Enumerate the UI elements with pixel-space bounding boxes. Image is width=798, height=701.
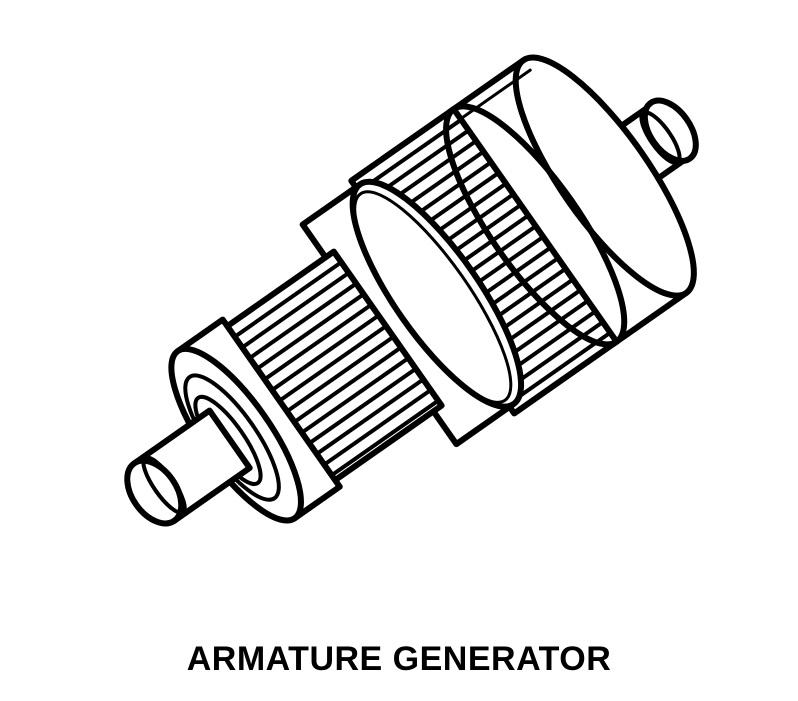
middle-collar <box>299 178 525 448</box>
front-winding-core <box>220 248 445 487</box>
winding-slot-line <box>303 366 418 449</box>
armature-assembly <box>124 54 699 527</box>
figure-caption: ARMATURE GENERATOR <box>186 640 612 678</box>
winding-slot-line <box>236 270 351 353</box>
winding-slot-line <box>251 292 366 374</box>
winding-slot-line <box>288 345 403 427</box>
front-collar <box>168 316 343 524</box>
winding-slot-line <box>325 398 441 481</box>
front-core-slots <box>228 260 441 481</box>
winding-slot-line <box>228 260 344 342</box>
winding-slot-line <box>243 281 359 363</box>
winding-slot-line <box>273 324 388 406</box>
winding-slot-line <box>310 377 426 459</box>
winding-slot-line <box>318 388 433 470</box>
winding-slot-line <box>295 356 411 438</box>
winding-slot-line <box>280 334 396 417</box>
armature-generator-drawing <box>124 54 699 527</box>
winding-slot-line <box>258 302 374 385</box>
front-shaft-stub <box>124 407 253 527</box>
winding-slot-line <box>265 313 381 395</box>
